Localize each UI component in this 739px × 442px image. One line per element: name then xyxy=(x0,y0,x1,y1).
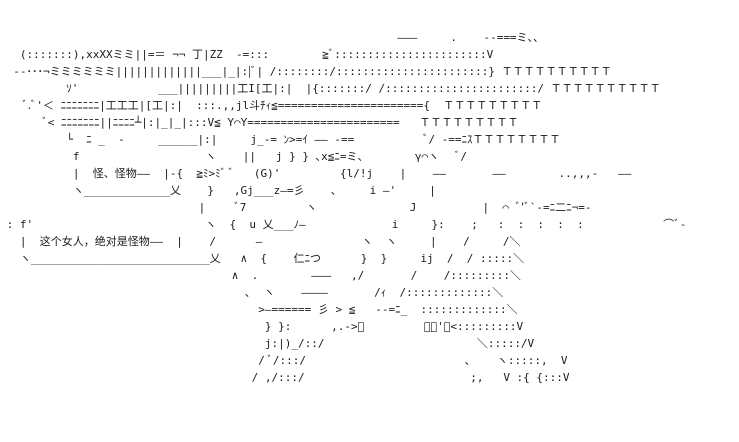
art-line: (:::::::),xxXXミミ||=＝ ¬¬ 丁|ZZ -=::: ≧ﾞ:::… xyxy=(0,48,494,61)
art-line: └ ﾆ _ - ______|:| j_-= ﾝ>=ｲ ―― ‐== ﾞ/ -=… xyxy=(0,133,561,146)
art-line: f ヽ || j } } ､x≦ﾆ=ミ、 γ⌒ヽ ﾞ/ xyxy=(0,150,467,163)
art-line: >―====== 彡 > ≦ -‐=ﾆ_ :::::::::::::＼ xyxy=(0,303,518,316)
art-line: ｿ' ___|||||||||工I[工|:| |{:::::::/ /:::::… xyxy=(0,82,661,95)
speech-bubble-text: 怪、怪物―― xyxy=(92,167,150,180)
art-line: : f' ヽ { u 乂___ﾉ― i }: ; : : : : : ⌒ﾞ- xyxy=(0,218,687,231)
art-line: j:|)_/::/ ＼:::::/V xyxy=(0,337,535,350)
art-line: ､ ヽ ―――― /ｨ /:::::::::::::＼ xyxy=(0,286,504,299)
art-line: ――― . --===ミ、、 xyxy=(0,31,545,44)
art-line: | 这个女人，绝对是怪物―― | / ― ヽ ヽ | / /＼ xyxy=(0,235,521,248)
art-line: ﾞ.ﾞ'＜ ﾆﾆﾆﾆﾆﾆﾆ|工工工|[工|:| :::.,,jl斗ﾁｨ≦====… xyxy=(0,99,543,112)
speech-bubble-text: 这个女人，绝对是怪物―― xyxy=(39,235,163,248)
art-line: / ,/:::/ ;, V :{ {:::V xyxy=(0,371,570,384)
art-line: | ﾞ7 ヽ J | ⌒ ﾞ'ﾞ`-=ﾆ二ﾆ¬=‐ xyxy=(0,201,592,214)
art-line: ヽ___________________________乂 ∧ { 仁ﾆつ } … xyxy=(0,252,525,265)
art-line: / ﾞ/:::/ ､ ヽ:::::, V xyxy=(0,354,568,367)
art-line: --･･･¬ミミミミミミ|||||||||||||___|_|:|ﾞ| /:::… xyxy=(0,65,612,78)
art-line: | 怪、怪物―― |-{ ≧ﾐ>ﾐﾞ ﾞ (G)' {l/!j | ―― ―― … xyxy=(0,167,632,180)
art-line: } }: ,.->ﾞ ﾞﾞ'ﾞ<:::::::::V xyxy=(0,320,524,333)
art-line: ∧ . ――― ,/ / /:::::::::＼ xyxy=(0,269,521,282)
art-line: ヽ_____________乂 } ,Gj___z―=彡 ､ i ―' | xyxy=(0,184,436,197)
art-line: ﾞ< ﾆﾆﾆﾆﾆﾆﾆ||ﾆﾆﾆﾆ┴|:|_|_|:::V≦ Y⌒Y=======… xyxy=(0,116,519,129)
